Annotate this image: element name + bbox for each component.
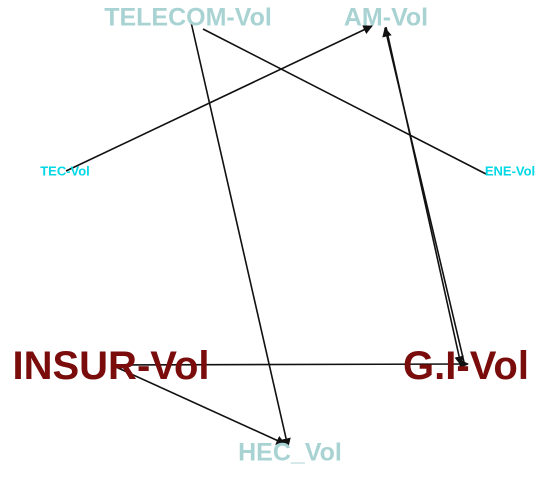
node-am-vol: AM-Vol [343, 3, 429, 32]
node-insur-vol: INSUR-Vol [12, 344, 210, 388]
node-gi-vol: G.I-Vol [403, 344, 529, 388]
node-ene-vol: ENE-Vol [484, 163, 536, 179]
node-telecom-vol: TELECOM-Vol [104, 3, 272, 32]
edge-insur-to-hec [117, 367, 286, 445]
edge-telecom-to-hec [190, 21, 291, 448]
edge-tec-to-am [65, 25, 373, 172]
node-tec-vol: TEC-Vol [40, 163, 90, 179]
node-hec-vol: HEC_Vol [238, 438, 342, 467]
edge-gi-to-am [382, 27, 465, 363]
edge-insur-to-gi [111, 359, 469, 369]
edge-telecom-to-ene [202, 28, 487, 175]
